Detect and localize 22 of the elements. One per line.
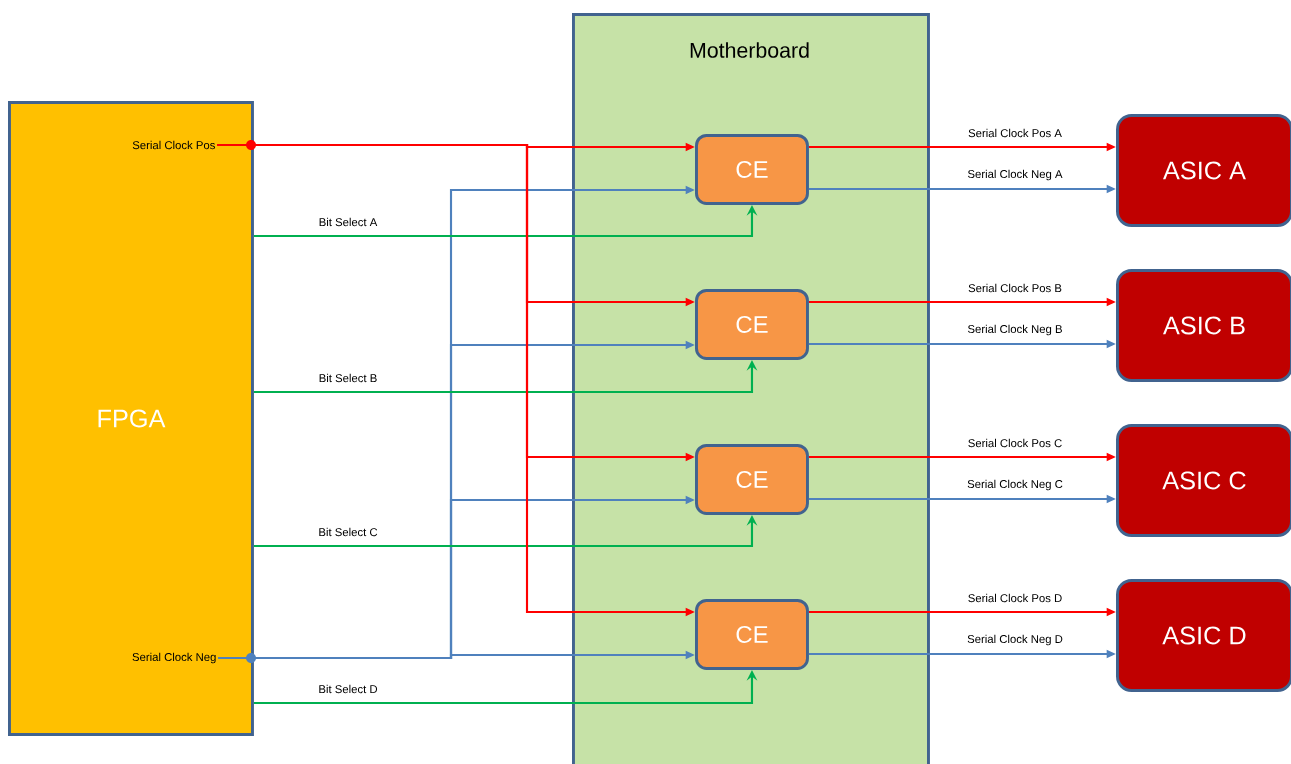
edge-label: Serial Clock Neg C — [965, 478, 1065, 492]
ce-box: CE — [695, 289, 809, 360]
port-label: Serial Clock Pos — [132, 140, 215, 150]
asic-box: ASIC A — [1116, 114, 1291, 227]
asic-box: ASIC D — [1116, 579, 1291, 692]
edge-label: Bit Select B — [317, 372, 379, 384]
edge-label: Bit Select C — [317, 526, 379, 538]
edge-label: Serial Clock Neg B — [966, 323, 1064, 337]
port-label: Serial Clock Neg — [132, 652, 216, 664]
asic-box: ASIC C — [1116, 424, 1291, 537]
edge-label: Serial Clock Pos C — [966, 437, 1064, 449]
edge-label: Serial Clock Pos A — [966, 127, 1064, 139]
ce-box: CE — [695, 599, 809, 670]
edge-label: Serial Clock Neg A — [966, 168, 1064, 182]
edge-label: Serial Clock Neg D — [965, 633, 1065, 647]
asic-box: ASIC B — [1116, 269, 1291, 382]
ce-box: CE — [695, 444, 809, 515]
ce-box: CE — [695, 134, 809, 205]
edge-label: Serial Clock Pos D — [966, 592, 1064, 604]
edge-label: Bit Select A — [317, 216, 379, 228]
edge-label: Bit Select D — [317, 683, 379, 695]
edge-label: Serial Clock Pos B — [966, 282, 1064, 294]
